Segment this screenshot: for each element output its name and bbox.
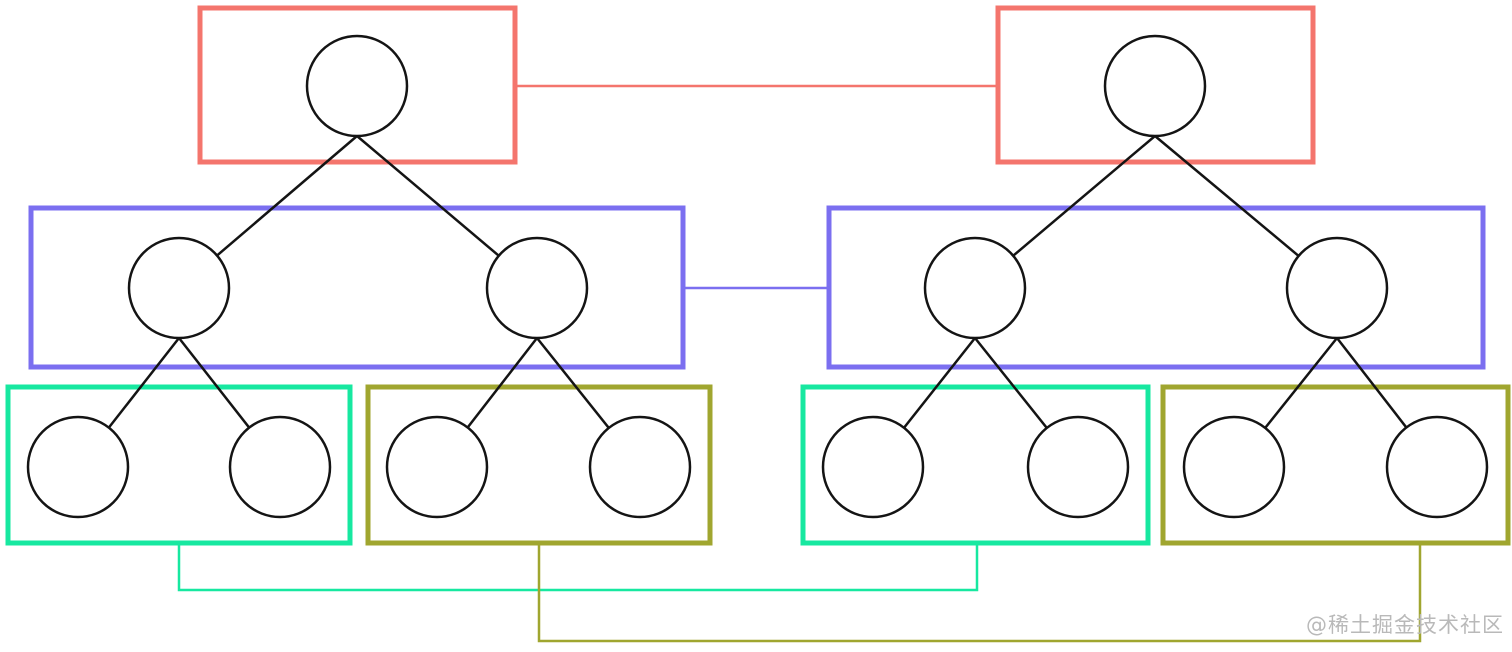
right-child-l-node — [923, 236, 1027, 340]
left-grandchild-rl-node — [385, 415, 489, 519]
left-child-r-node — [485, 236, 589, 340]
watermark: @稀土掘金技术社区 — [1306, 613, 1504, 637]
level3-left-groups-link — [177, 543, 979, 592]
left-grandchild-ll-node — [26, 415, 130, 519]
right-root-node — [1103, 34, 1207, 138]
diagram-shapes — [5, 5, 1511, 643]
left-grandchild-rr-node — [588, 415, 692, 519]
left-grandchild-lr-node — [228, 415, 332, 519]
left-child-l-node — [127, 236, 231, 340]
right-tree-level3-right-group-box — [1160, 384, 1511, 546]
left-root-node — [305, 34, 409, 138]
right-grandchild-rl-node — [1182, 415, 1286, 519]
right-grandchild-rr-node — [1385, 415, 1489, 519]
right-grandchild-lr-node — [1026, 415, 1130, 519]
right-grandchild-ll-node — [821, 415, 925, 519]
right-tree-level3-left-group-box — [800, 384, 1151, 546]
level3-right-groups-link — [537, 543, 1422, 643]
right-child-r-node — [1285, 236, 1389, 340]
